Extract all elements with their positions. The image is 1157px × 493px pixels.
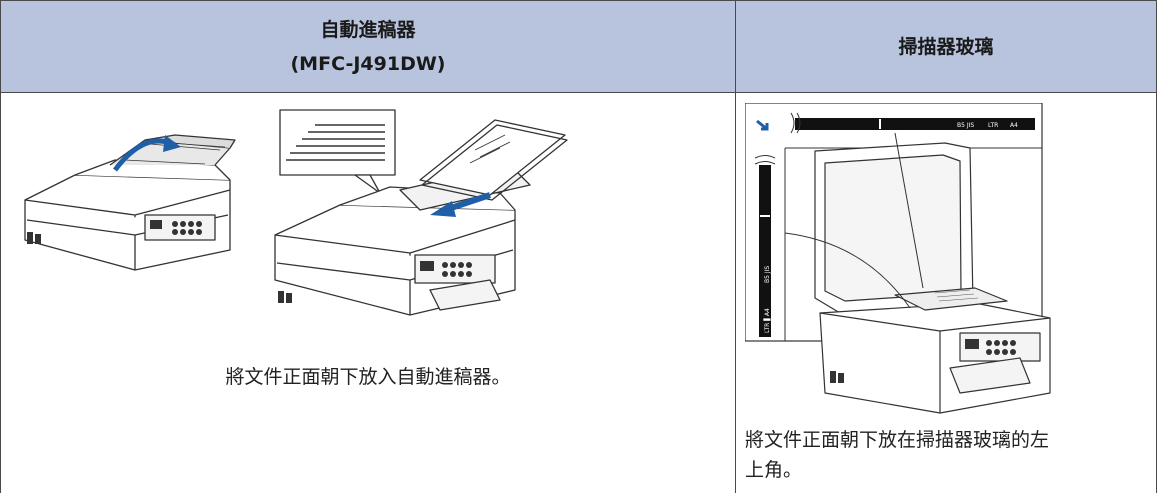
printer-open-adf-illustration [24,134,236,271]
printer-load-paper-illustration [274,109,568,316]
adf-header: 自動進稿器 (MFC-J491DW) [0,0,736,93]
scanner-glass-illustration: B5 JIS LTR A4 B5 JIS LTR ▌A4 [745,103,1051,414]
adf-header-title: 自動進稿器 [320,18,416,41]
side-label-ltr-a4: LTR ▌A4 [763,308,771,333]
glass-caption: 將文件正面朝下放在掃描器玻璃的左 上角。 [745,425,1145,485]
glass-header-title: 掃描器玻璃 [898,35,994,58]
top-label-b5: B5 JIS [957,122,974,129]
glass-caption-line1: 將文件正面朝下放在掃描器玻璃的左 [745,429,1050,451]
top-label-a4: A4 [1010,122,1018,129]
adf-header-model: (MFC-J491DW) [290,52,446,75]
glass-caption-line2: 上角。 [745,459,803,481]
glass-header: 掃描器玻璃 [735,0,1157,93]
side-label-b5: B5 JIS [764,266,771,283]
top-label-ltr: LTR [988,122,998,129]
adf-caption: 將文件正面朝下放入自動進稿器。 [225,366,511,388]
